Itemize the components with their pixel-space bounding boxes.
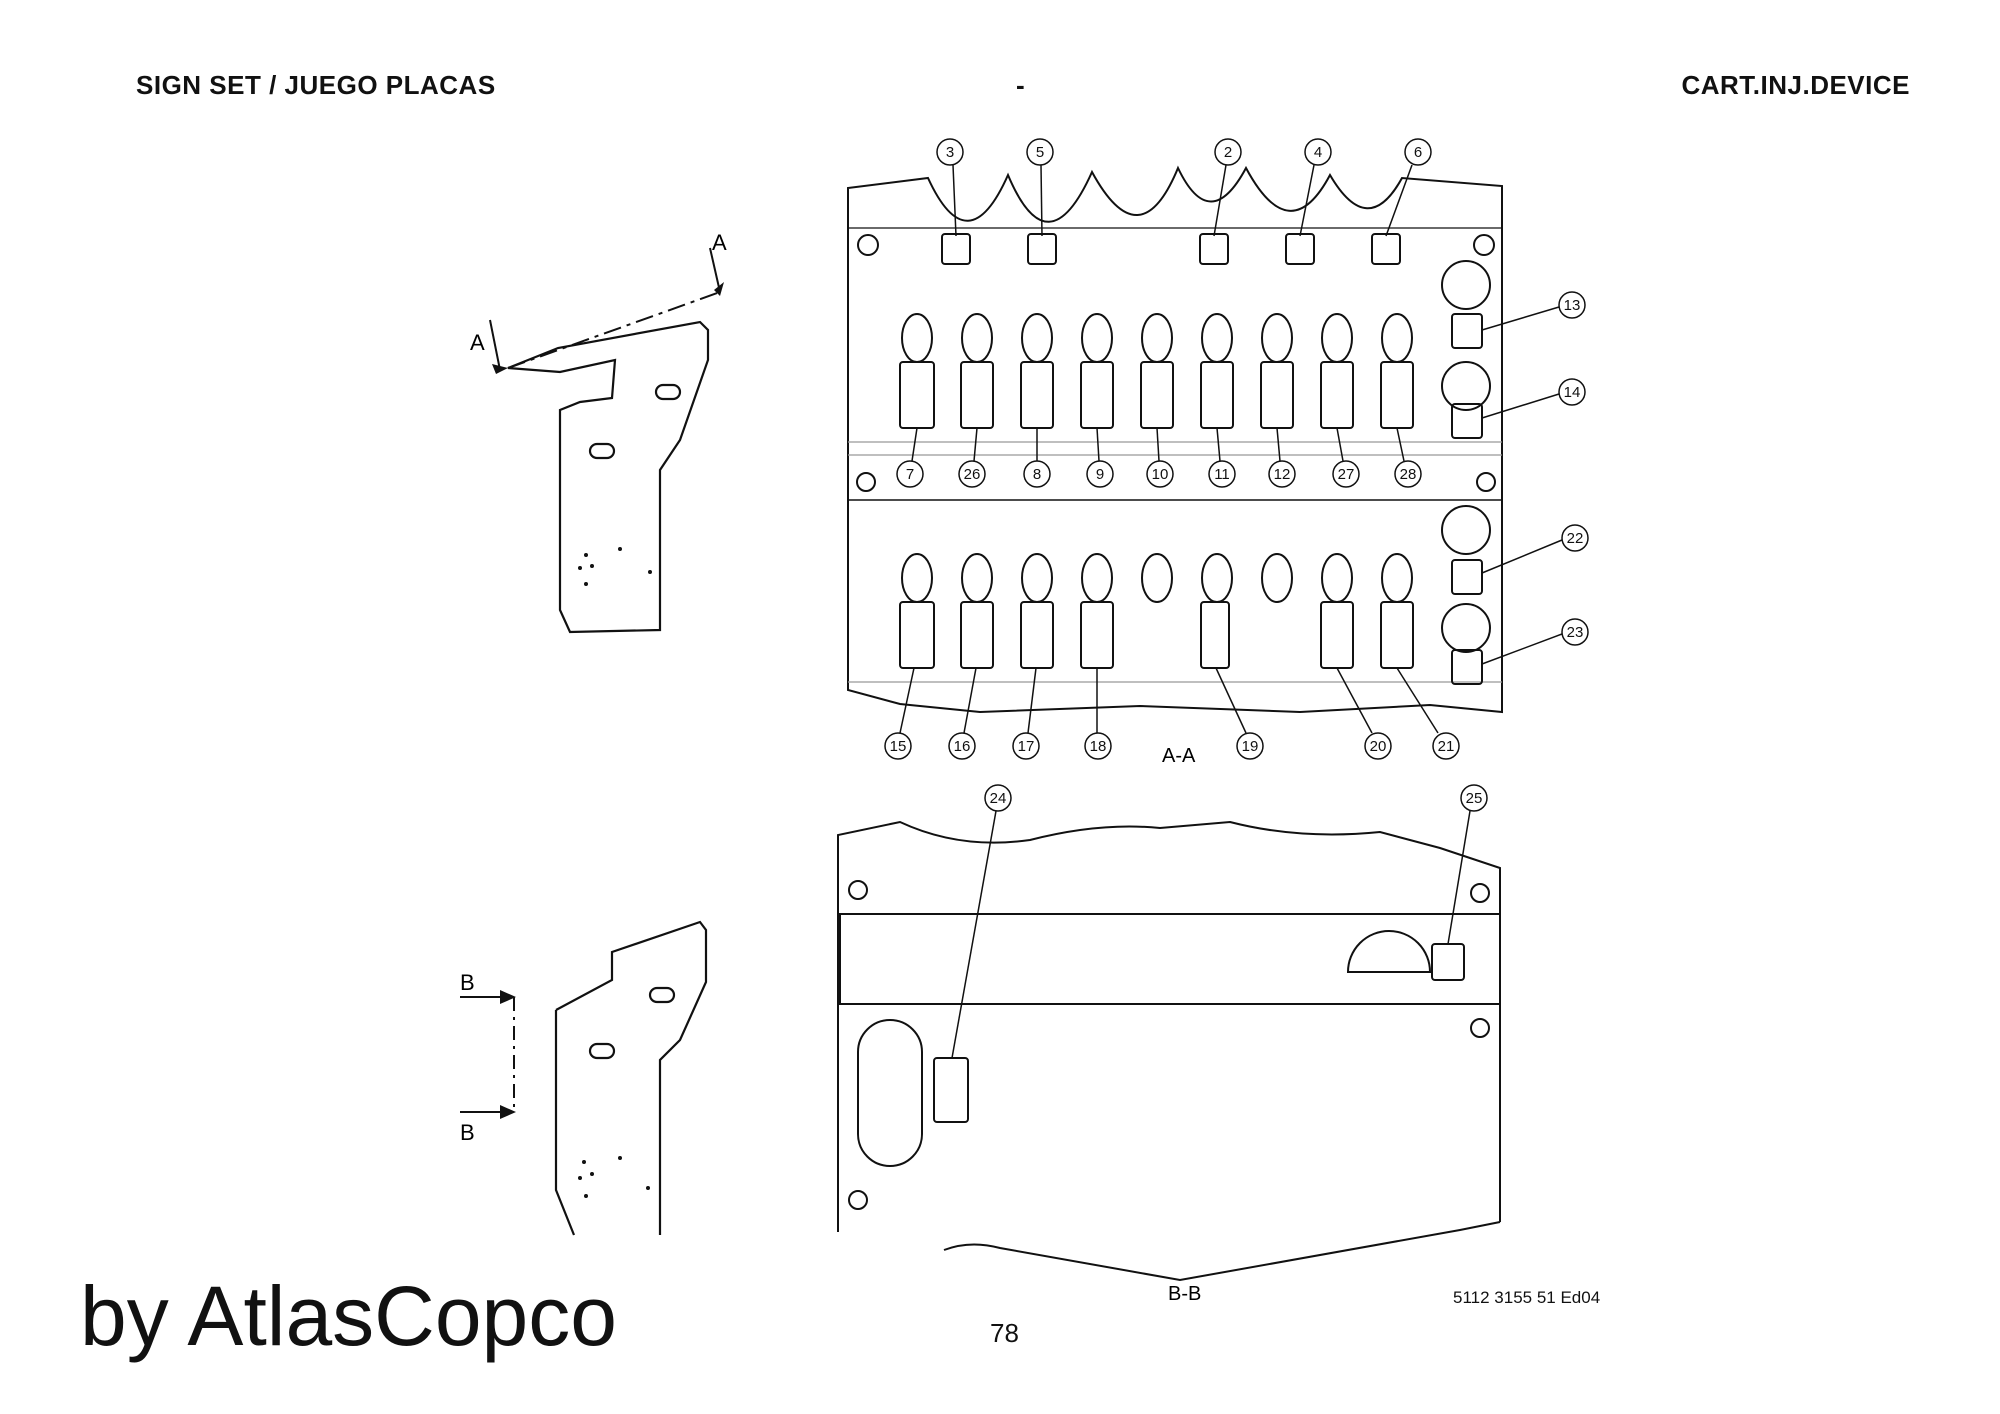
panel-b-b (837, 820, 1501, 1282)
callout-7: 7 (906, 466, 914, 483)
top-row-plates (941, 233, 1401, 265)
callout-14: 14 (1564, 384, 1581, 401)
callout-28: 28 (1400, 466, 1417, 483)
callout-20: 20 (1370, 738, 1387, 755)
side-profile-b (554, 920, 708, 1236)
callout-26: 26 (964, 466, 981, 483)
callout-15: 15 (890, 738, 907, 755)
callout-9: 9 (1096, 466, 1104, 483)
callout-18: 18 (1090, 738, 1107, 755)
callout-2: 2 (1224, 144, 1232, 161)
callout-10: 10 (1152, 466, 1169, 483)
callout-8: 8 (1033, 466, 1041, 483)
callouts-b-b (951, 784, 1488, 1059)
header-title-left: SIGN SET / JUEGO PLACAS (136, 70, 496, 100)
callout-22: 22 (1567, 530, 1584, 547)
arrow-a-lower (492, 364, 508, 374)
cut-line-a (489, 247, 721, 371)
cut-line-b (460, 996, 515, 1113)
side-profile-a (507, 320, 710, 634)
side-profile-a-dots (578, 547, 652, 586)
arrow-b-upper (500, 990, 516, 1004)
callout-25: 25 (1466, 790, 1483, 807)
header-separator: - (1016, 70, 1026, 100)
arrow-b-lower (500, 1105, 516, 1119)
callout-12: 12 (1274, 466, 1291, 483)
callout-5: 5 (1036, 144, 1044, 161)
callout-4: 4 (1314, 144, 1322, 161)
document-reference: 5112 3155 51 Ed04 (1453, 1288, 1601, 1307)
arrow-a-upper (714, 282, 724, 296)
callout-labels-a-a: 3 5 2 4 6 13 14 22 23 7 26 8 9 10 11 12 … (890, 144, 1584, 755)
callout-6: 6 (1414, 144, 1422, 161)
cut-label-b2: B (460, 1120, 475, 1145)
cut-label-b1: B (460, 970, 475, 995)
cut-label-a1: A (470, 330, 485, 355)
cut-label-a2: A (712, 230, 727, 255)
side-profile-b-dots (578, 1156, 650, 1198)
callout-21: 21 (1438, 738, 1455, 755)
callout-23: 23 (1567, 624, 1584, 641)
header-title-right: CART.INJ.DEVICE (1681, 70, 1910, 100)
callout-11: 11 (1214, 466, 1230, 483)
callouts-a-a (884, 138, 1589, 760)
lower-switch-row (899, 505, 1491, 685)
page-number: 78 (990, 1318, 1019, 1348)
callout-27: 27 (1338, 466, 1355, 483)
callout-3: 3 (946, 144, 954, 161)
section-a-label: A-A (1162, 745, 1196, 767)
section-b-label: B-B (1168, 1283, 1201, 1305)
upper-switch-row (899, 260, 1491, 439)
panel-a-a (847, 165, 1503, 714)
callout-17: 17 (1018, 738, 1035, 755)
callout-16: 16 (954, 738, 971, 755)
callout-13: 13 (1564, 297, 1581, 314)
callout-24: 24 (990, 790, 1007, 807)
brand-watermark: by AtlasCopco (80, 1269, 617, 1363)
callout-19: 19 (1242, 738, 1259, 755)
